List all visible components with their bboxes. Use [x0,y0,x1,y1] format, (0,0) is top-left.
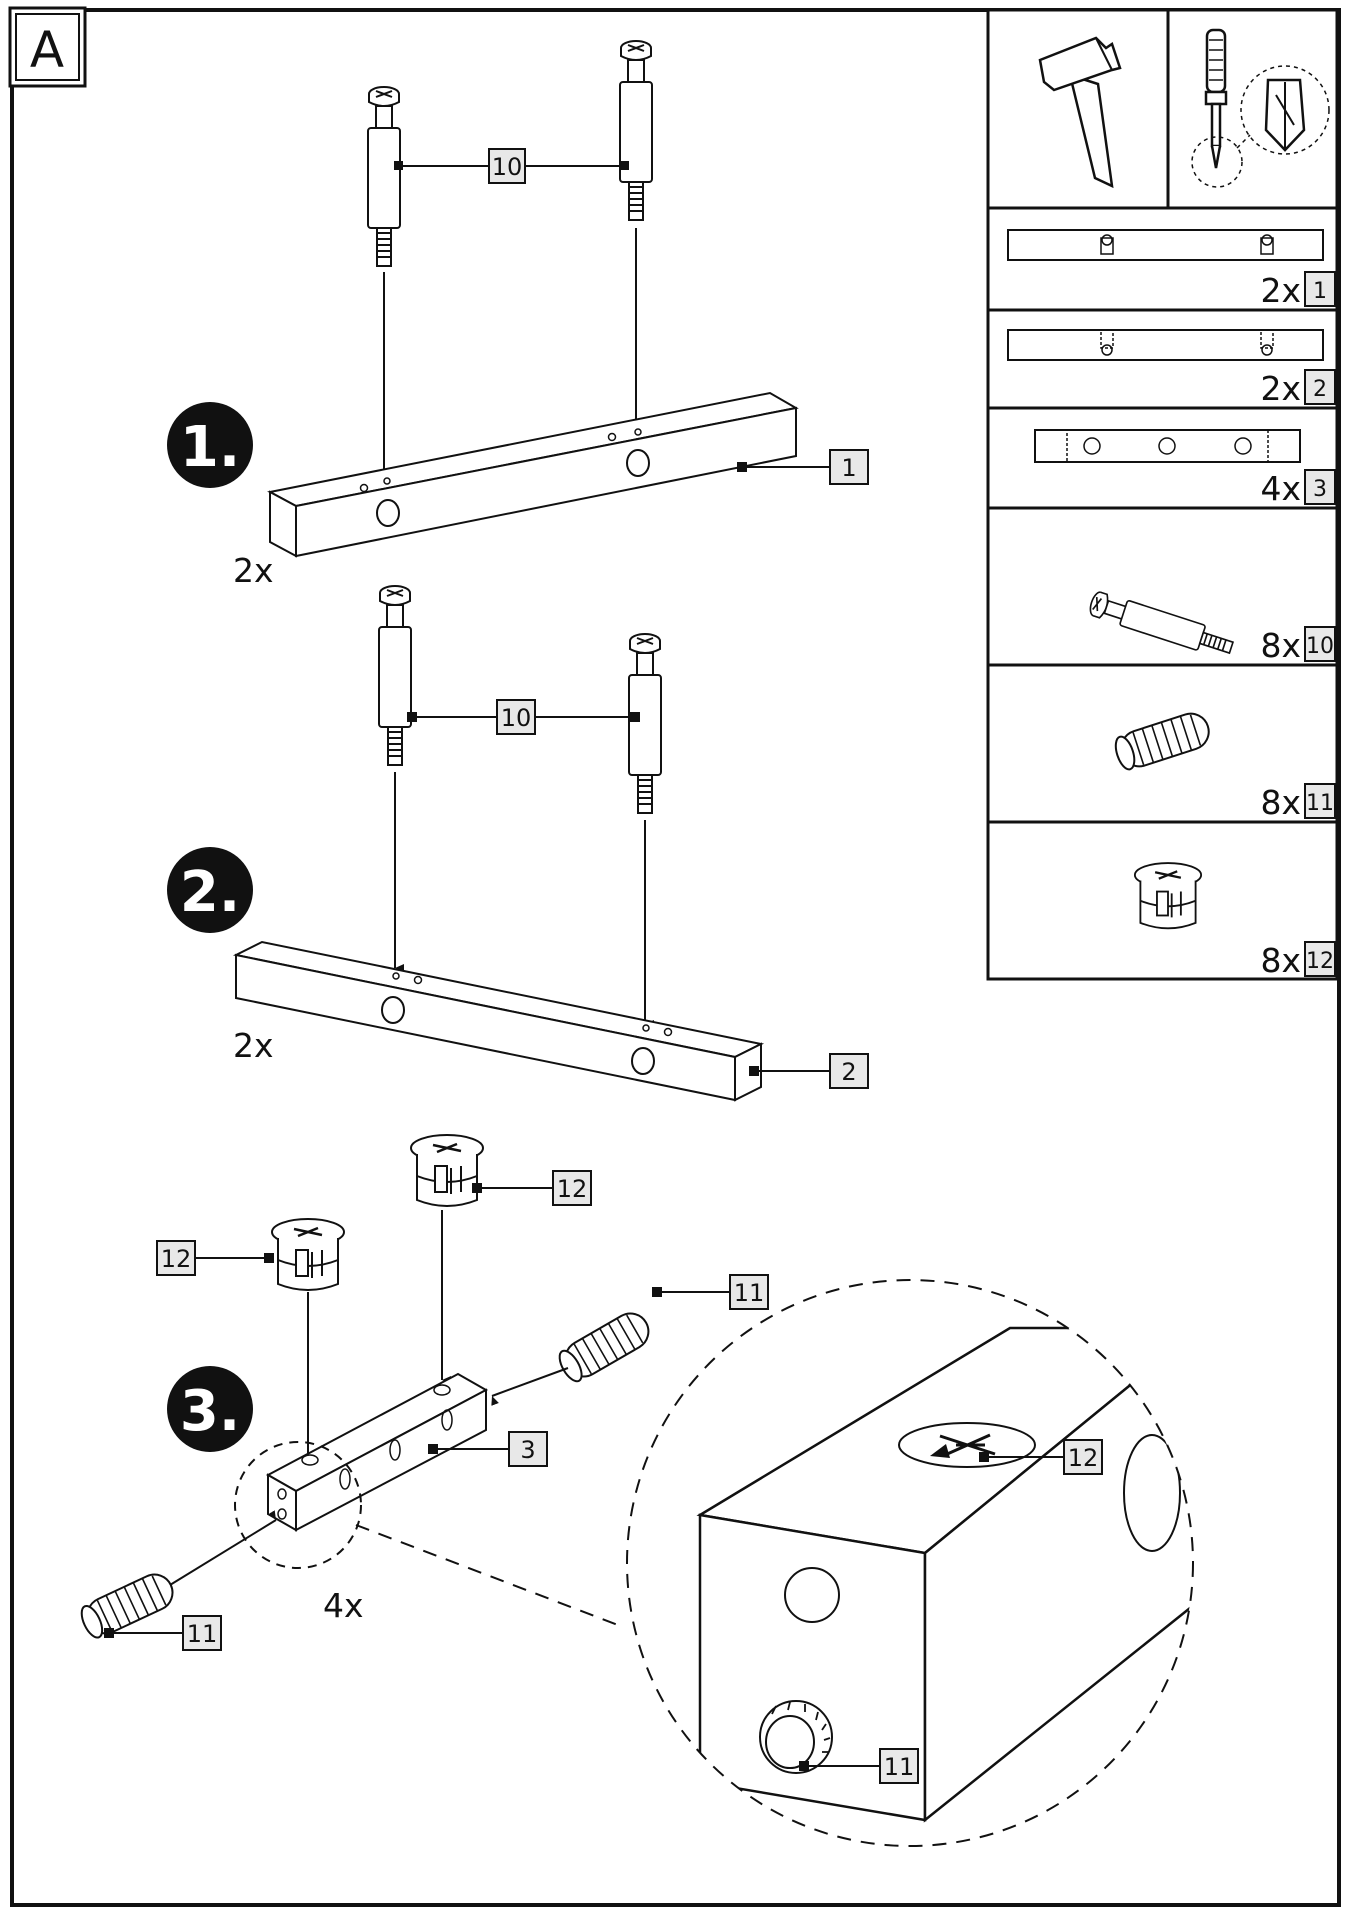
step-1-rail [267,391,799,558]
part-2-id: 2 [1313,377,1327,402]
part-11-id: 11 [1306,791,1334,816]
step-1-rail-callout: 1 [841,454,856,482]
part-3-id: 3 [1313,477,1327,502]
part-12-cam-icon [1133,861,1203,930]
step-2-badge [167,847,253,933]
step-2-multiplier: 2x [233,1026,274,1065]
step-1: 1. 10 1 2x [167,40,869,590]
step-3-detail-cam-callout: 12 [1068,1444,1099,1472]
step-1-screw-callout: 10 [492,153,523,181]
step-3-detail-view [626,1279,1194,1847]
part-2-rail-icon [1007,329,1324,361]
part-12-qty: 8x [1260,941,1301,980]
sheet-letter-box: A [8,6,87,88]
step-1-badge [167,402,253,488]
part-1-rail-icon [1007,229,1324,261]
part-10-id: 10 [1306,634,1334,659]
step-3-multiplier: 4x [323,1586,364,1625]
sheet-letter: A [30,21,64,79]
step-3-block [265,1372,489,1532]
step-1-number: 1. [180,415,240,480]
hammer-icon [1038,36,1122,189]
part-10-qty: 8x [1260,626,1301,665]
screwdriver-icon [1191,28,1330,188]
step-2-rail [232,940,765,1102]
step-2-number: 2. [180,860,240,925]
step-3-dowel-left-callout: 11 [187,1620,218,1648]
step-3-number: 3. [180,1379,240,1444]
part-3-qty: 4x [1260,469,1301,508]
step-1-multiplier: 2x [233,551,274,590]
step-3-cam-top-callout: 12 [557,1175,588,1203]
part-3-block-icon [1034,429,1301,463]
part-1-qty: 2x [1260,271,1301,310]
part-11-qty: 8x [1260,783,1301,822]
page-frame [10,8,1341,1907]
parts-panel: 2x 1 2x 2 4x 3 8x 10 [986,8,1339,981]
step-3-badge [167,1366,253,1452]
step-3-block-callout: 3 [520,1436,535,1464]
step-3-detail-dowel-callout: 11 [884,1753,915,1781]
part-1-id: 1 [1313,279,1327,304]
step-2-screw-callout: 10 [501,704,532,732]
part-12-id: 12 [1306,949,1334,974]
step-2-rail-callout: 2 [841,1058,856,1086]
step-3: 3. 12 12 3 [76,1133,1194,1847]
part-2-qty: 2x [1260,369,1301,408]
step-2: 2. 10 2 2x [167,585,869,1102]
step-3-cam-left-callout: 12 [161,1245,192,1273]
step-3-dowel-right-callout: 11 [734,1279,765,1307]
